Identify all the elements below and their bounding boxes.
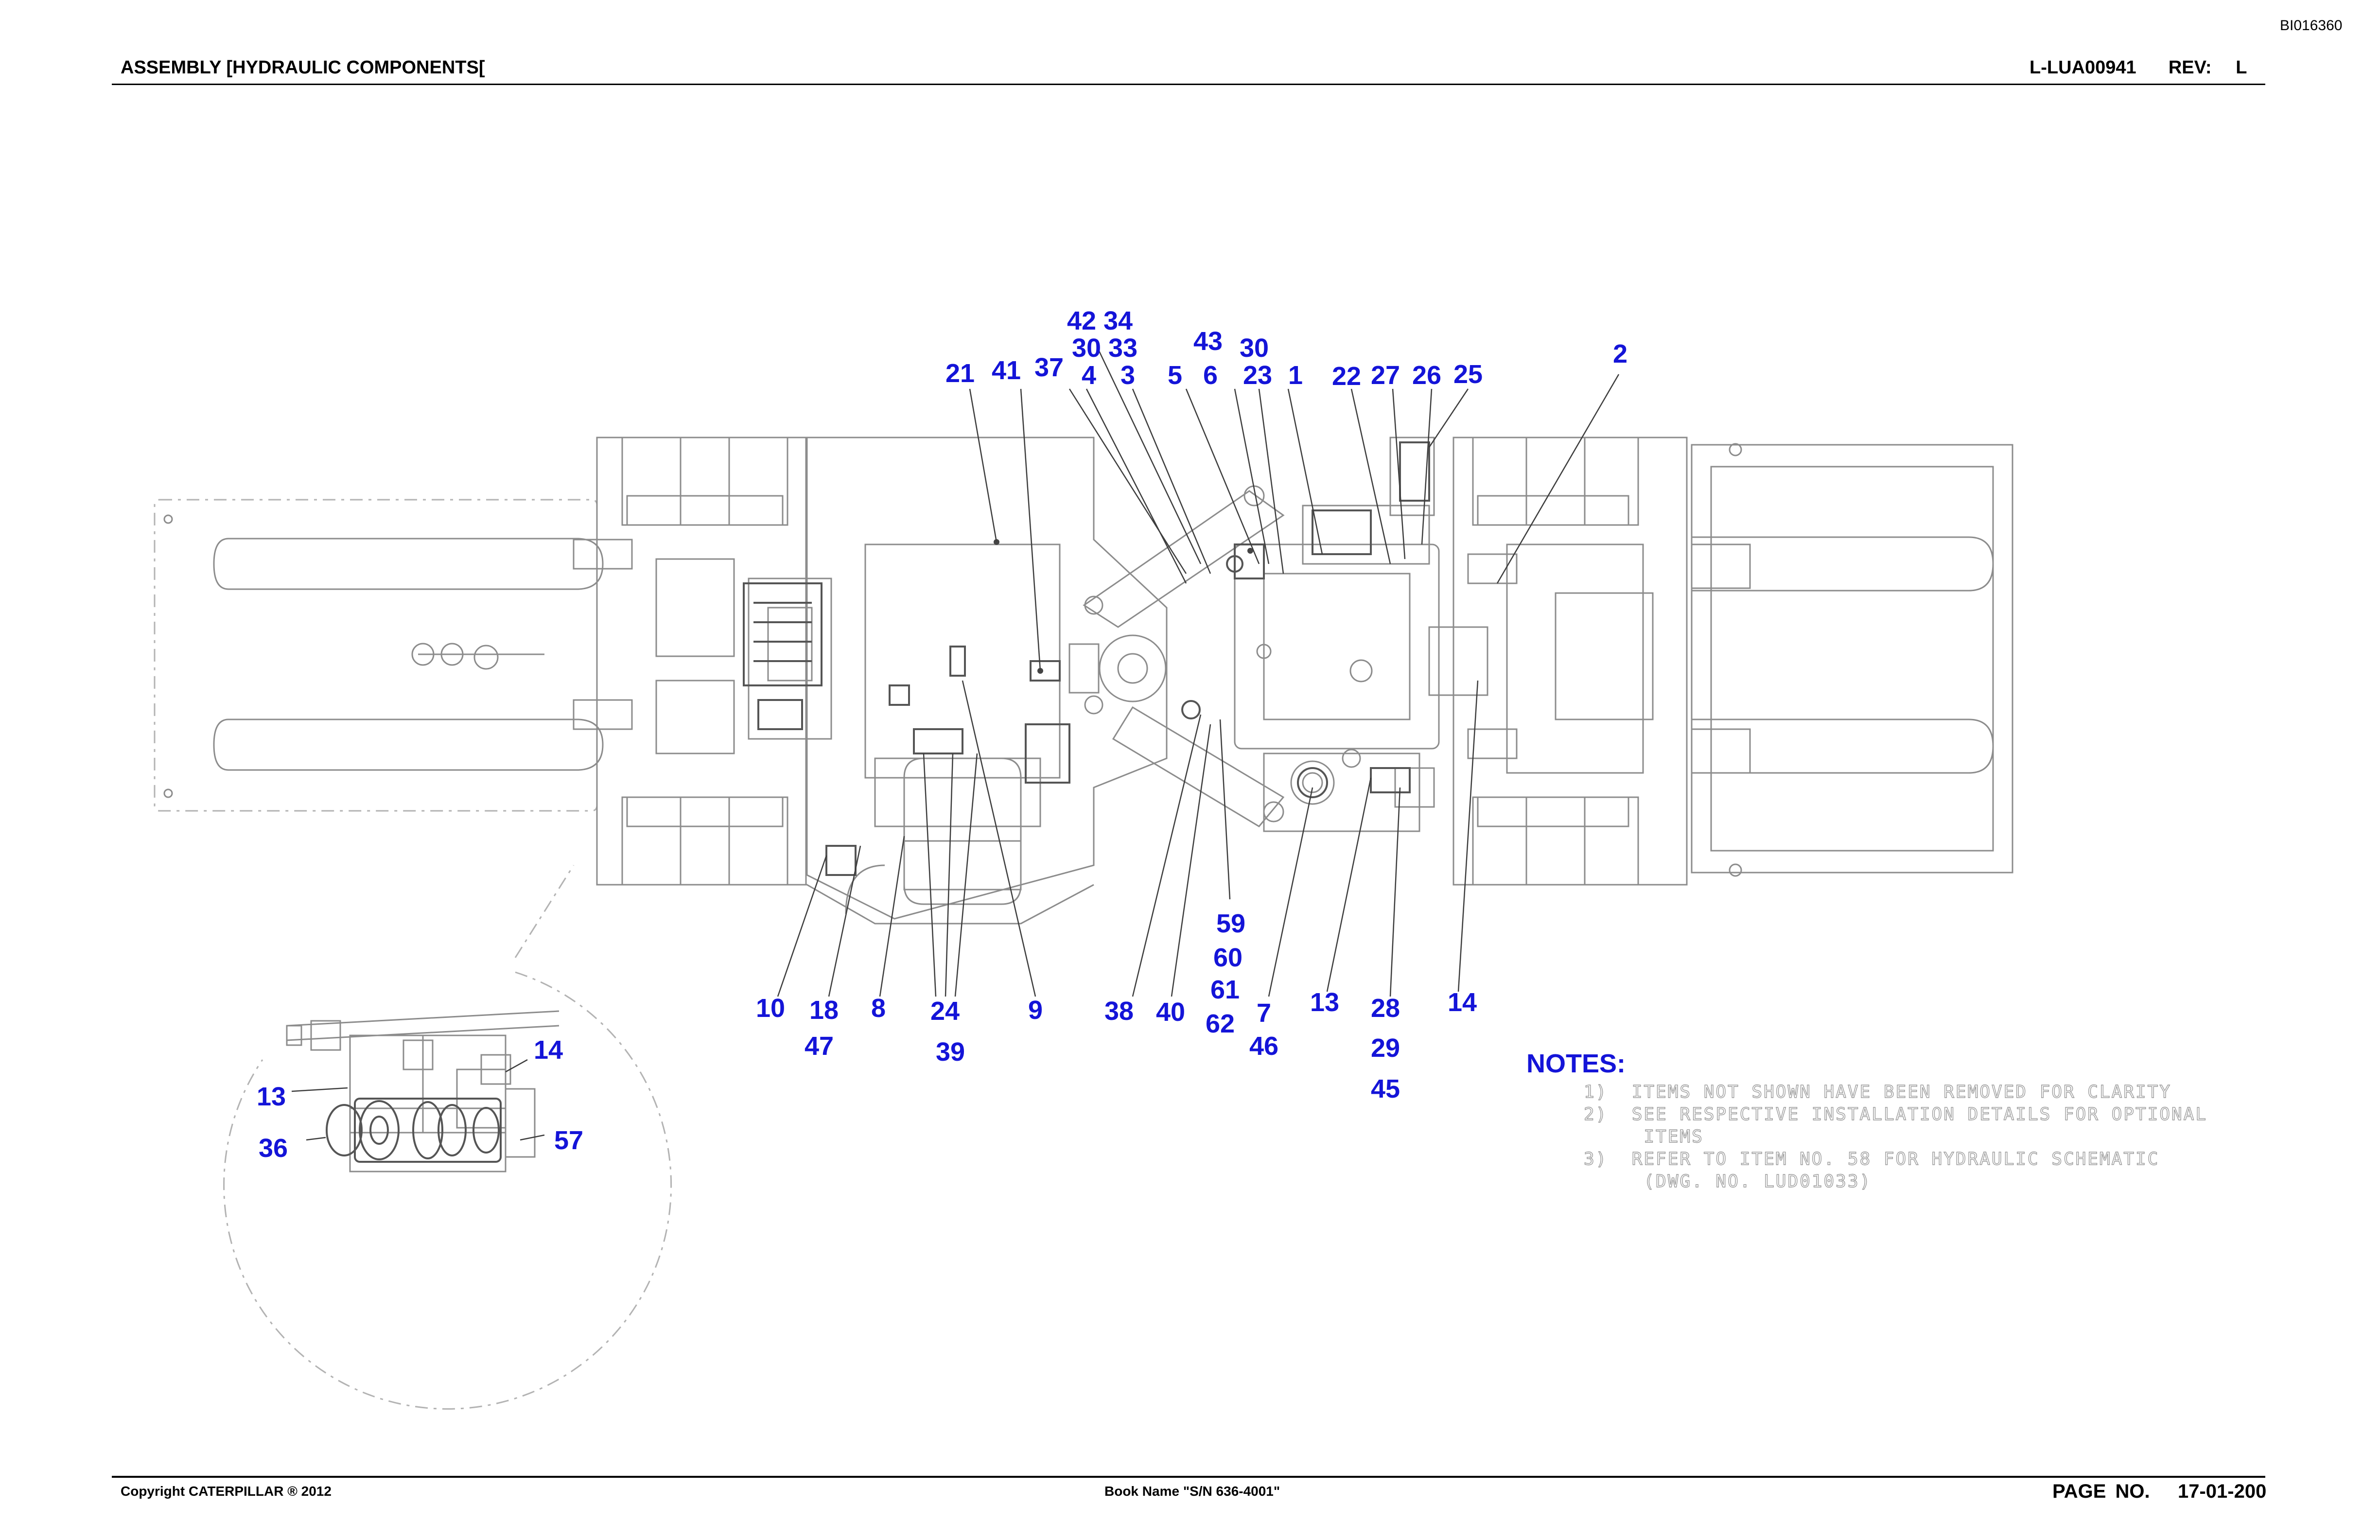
callouts-bottom: 59 60 61 62 10 18 8 24 9 38 40 7 13 28 1…: [756, 909, 1477, 1103]
callout: 61: [1210, 975, 1240, 1004]
callout: 24: [930, 997, 960, 1026]
callout: 46: [1249, 1032, 1278, 1061]
callout: 2: [1613, 339, 1628, 368]
page-number: PAGE NO. 17-01-200: [2052, 1481, 2267, 1502]
callout: 21: [945, 359, 975, 388]
callout: 37: [1034, 353, 1064, 382]
callout: 9: [1028, 996, 1043, 1025]
callout: 45: [1371, 1074, 1400, 1103]
callout: 27: [1371, 361, 1400, 390]
callout: 5: [1168, 361, 1182, 390]
footer-rule: [112, 1476, 2265, 1478]
notes-block: NOTES: 1) ITEMS NOT SHOWN HAVE BEEN REMO…: [1526, 1049, 2207, 1192]
callout: 59: [1216, 909, 1245, 938]
callout: 22: [1332, 362, 1361, 391]
callout: 14: [534, 1035, 563, 1065]
callout: 1: [1288, 361, 1303, 390]
callout: 30: [1240, 333, 1269, 363]
callout: 36: [259, 1134, 288, 1163]
note-line: 3) REFER TO ITEM NO. 58 FOR HYDRAULIC SC…: [1584, 1149, 2159, 1169]
callout: 6: [1203, 361, 1218, 390]
callout: 41: [992, 356, 1021, 385]
copyright: Copyright CATERPILLAR ® 2012: [121, 1484, 332, 1499]
callout: 42: [1067, 306, 1096, 335]
callout: 62: [1206, 1009, 1235, 1038]
callout: 60: [1213, 943, 1242, 972]
callout: 8: [871, 994, 886, 1023]
callout: 34: [1103, 306, 1133, 335]
callout: 23: [1243, 361, 1272, 390]
callout: 13: [257, 1082, 286, 1111]
note-line: 2) SEE RESPECTIVE INSTALLATION DETAILS F…: [1584, 1104, 2207, 1124]
callout: 14: [1448, 988, 1477, 1017]
callout: 18: [809, 996, 839, 1025]
callout: 26: [1412, 361, 1441, 390]
callouts-top: 42 34 30 33 43 30 21 41 37 4 3 5 6 23 1 …: [945, 306, 1628, 391]
callout: 47: [805, 1032, 834, 1061]
page-title: ASSEMBLY [HYDRAULIC COMPONENTS[: [121, 57, 485, 78]
callout: 30: [1072, 333, 1101, 363]
notes-title: NOTES:: [1526, 1049, 1626, 1078]
note-line: (DWG. NO. LUD01033): [1584, 1172, 1872, 1191]
callout: 29: [1371, 1033, 1400, 1063]
callout: 7: [1257, 998, 1271, 1028]
callout: 10: [756, 994, 785, 1023]
callout: 43: [1193, 327, 1223, 356]
callout: 39: [936, 1037, 965, 1067]
leader-lines: [777, 350, 1620, 997]
detail-view: 14 13 36 57: [223, 865, 672, 1410]
callout: 28: [1371, 994, 1400, 1023]
callout: 4: [1082, 361, 1096, 390]
callout: 33: [1108, 333, 1138, 363]
drawing-number: L-LUA00941 REV: L: [2030, 57, 2247, 78]
document-id: BI016360: [2280, 18, 2343, 34]
callout: 3: [1120, 361, 1135, 390]
callout: 40: [1156, 998, 1185, 1027]
hydraulic-components: [743, 441, 1430, 876]
chassis-outline: [154, 437, 2013, 925]
note-line: ITEMS: [1584, 1127, 1704, 1147]
callout: 38: [1104, 997, 1134, 1026]
book-name: Book Name "S/N 636-4001": [1104, 1484, 1280, 1499]
note-line: 1) ITEMS NOT SHOWN HAVE BEEN REMOVED FOR…: [1584, 1082, 2171, 1102]
callout: 25: [1453, 360, 1483, 389]
callout: 13: [1310, 988, 1339, 1017]
header-rule: [112, 84, 2265, 85]
callout: 57: [554, 1126, 583, 1155]
